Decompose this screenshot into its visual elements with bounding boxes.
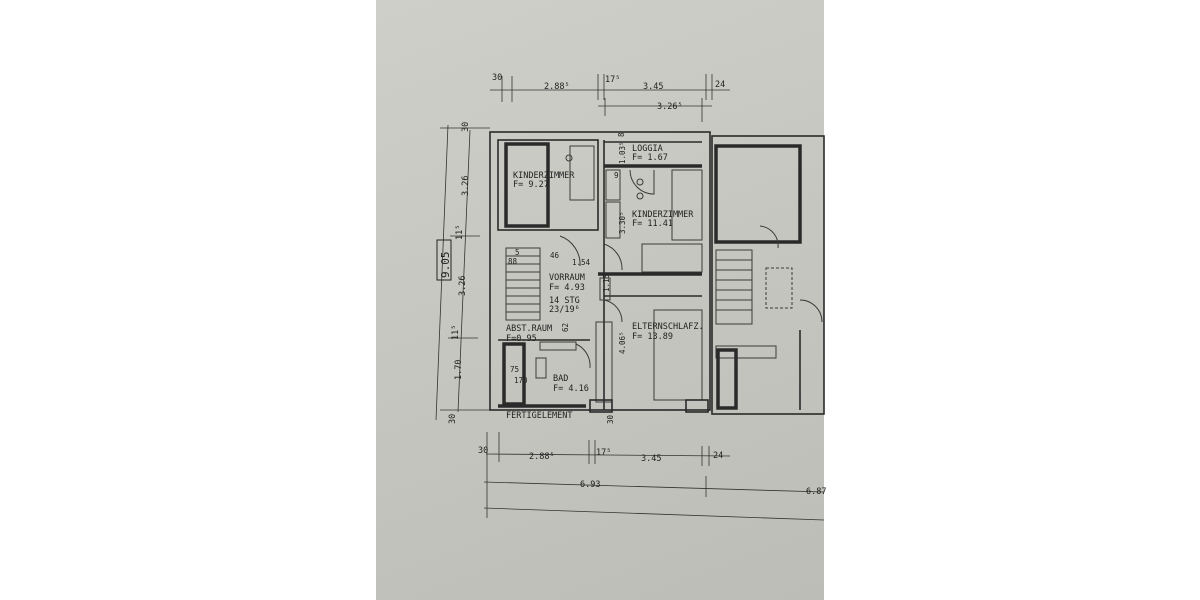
dim-bottom-30: 30 — [478, 446, 488, 456]
room-kinderzimmer1-name: KINDERZIMMER — [513, 171, 575, 181]
stairs-steps: 14 STG — [549, 296, 580, 306]
dim-left-115a: 11⁵ — [455, 225, 465, 240]
dim-bottom-24: 24 — [713, 451, 723, 461]
dim-inner-46: 46 — [550, 251, 560, 260]
dim-left-170: 1.70 — [454, 360, 464, 380]
dim-bottom-345: 3.45 — [641, 454, 661, 464]
room-bad-name: BAD — [553, 374, 568, 384]
room-loggia-name: LOGGIA — [632, 144, 663, 154]
dim-top-24: 24 — [715, 80, 725, 90]
fixture-circle-icon — [565, 154, 573, 162]
room-kinderzimmer2-area: F= 11.41 — [632, 219, 673, 229]
dim-inner-9: 9 — [614, 171, 619, 180]
dim-bottom-17: 17⁵ — [596, 448, 611, 458]
dim-inner-62: 62 — [561, 323, 570, 332]
fixture-circle-icon — [636, 192, 644, 200]
dim-bottom-288: 2.88⁵ — [529, 452, 555, 462]
stairs-ratio: 23/19⁶ — [549, 305, 580, 315]
dim-left-30b: 30 — [448, 414, 458, 424]
dim-inner-330: 3.30⁵ — [618, 211, 627, 234]
room-abstraum-area: F=0.95 — [506, 334, 537, 344]
room-vorraum-name: VORRAUM — [549, 273, 585, 283]
dim-left-326b: 3.26 — [458, 276, 468, 296]
walls — [489, 131, 825, 415]
left-dimension-lines — [435, 124, 490, 421]
dim-left-115b: 11⁵ — [451, 325, 461, 340]
dim-top-30: 30 — [492, 73, 502, 83]
dim-left-326a: 3.26 — [461, 176, 471, 196]
room-kinderzimmer2-name: KINDERZIMMER — [632, 210, 694, 220]
dim-bottom-693: 6.93 — [580, 480, 600, 490]
dim-inner-154: 1.54 — [572, 258, 591, 267]
room-bad-area: F= 4.16 — [553, 384, 589, 394]
room-loggia-area: F= 1.67 — [632, 153, 668, 163]
dim-inner-5: 5 — [515, 248, 520, 257]
dim-top-345: 3.45 — [643, 82, 663, 92]
fertigelement-label: FERTIGELEMENT — [506, 411, 573, 421]
dim-bottom-687: 6.87 — [806, 487, 826, 497]
dim-left-905: 9.05 — [439, 252, 452, 279]
dim-inner-103: 1.03⁵ — [618, 141, 627, 164]
dim-inner-30: 30 — [606, 414, 615, 424]
dim-inner-406: 4.06⁵ — [618, 331, 627, 354]
dim-left-30: 30 — [461, 122, 471, 132]
total-height-box: 9.05 — [436, 239, 452, 281]
dim-top-17: 17⁵ — [605, 75, 620, 85]
top-dimension-lines — [490, 74, 730, 122]
fixture-circle-icon — [636, 178, 644, 186]
dim-inner-115: 1.15 — [602, 274, 611, 292]
room-kinderzimmer1-area: F= 9.27 — [513, 180, 549, 190]
dim-inner-88: 88 — [508, 257, 518, 266]
dim-inner-8: 8 — [617, 132, 626, 137]
bottom-dimension-lines — [483, 432, 825, 521]
room-elternschlafz-name: ELTERNSCHLAFZ. — [632, 322, 704, 332]
bath-note-75: 75 — [510, 365, 519, 374]
dim-top-288: 2.88⁵ — [544, 82, 570, 92]
room-vorraum-area: F= 4.93 — [549, 283, 585, 293]
room-abstraum-name: ABST.RAUM — [506, 324, 552, 334]
dim-top-326: 3.26⁵ — [657, 102, 683, 112]
room-elternschlafz-area: F= 13.89 — [632, 332, 673, 342]
bath-note-170: 170 — [514, 376, 528, 385]
